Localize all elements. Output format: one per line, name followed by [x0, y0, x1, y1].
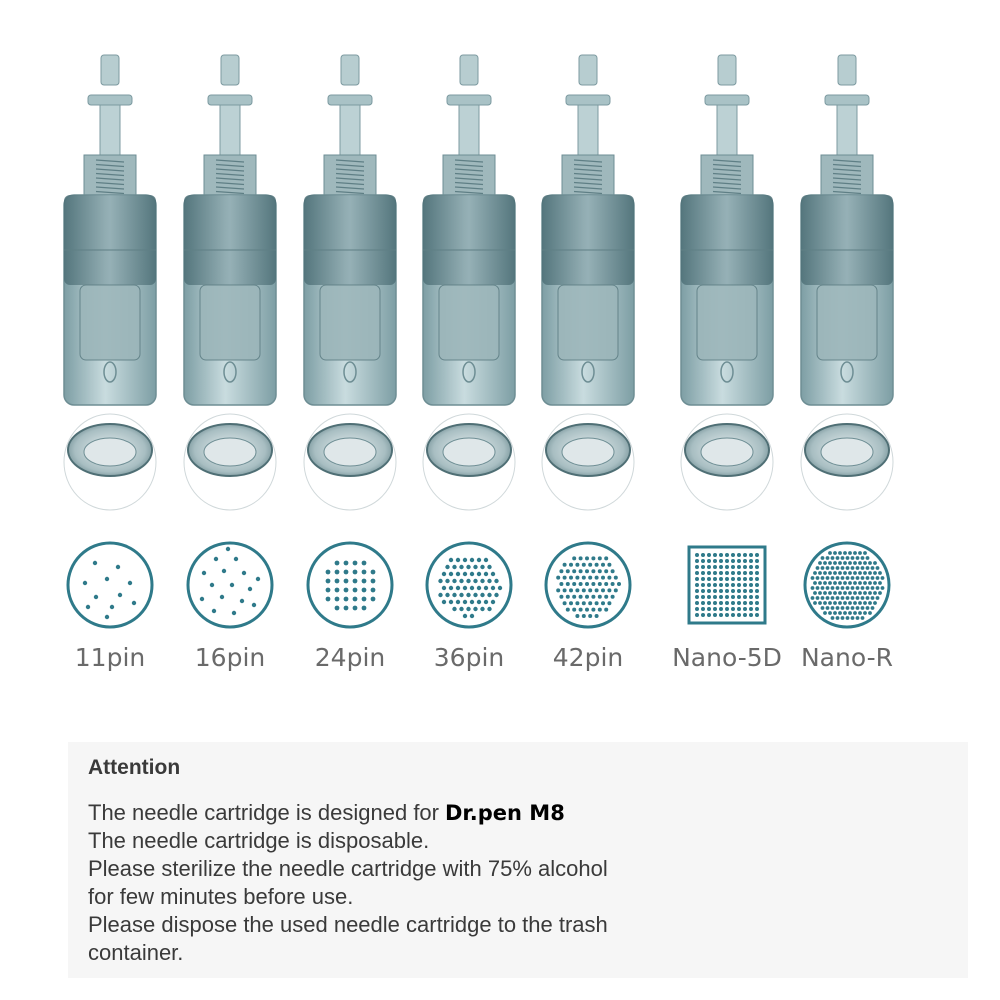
cartridge-16pin: [183, 54, 277, 511]
attention-line-container: container.: [88, 940, 184, 965]
pattern-icon-nano-5d: [687, 545, 767, 625]
pin-label-36: 36pin: [433, 643, 505, 672]
attention-line-disposable: The needle cartridge is disposable.: [88, 828, 430, 853]
attention-title: Attention: [88, 756, 181, 779]
pattern-icon-11pin: [66, 541, 154, 629]
pattern-icon-36pin: [425, 541, 513, 629]
pattern-icon-24pin: [306, 541, 394, 629]
pattern-icon-nano-r: [803, 541, 891, 629]
attention-line-dispose: Please dispose the used needle cartridge…: [88, 912, 608, 937]
cartridge-product-row: [63, 54, 894, 511]
needle-pattern-icons: [66, 541, 891, 629]
pin-label-42: 42pin: [552, 643, 624, 672]
cartridge-11pin: [63, 54, 157, 511]
cartridge-24pin: [303, 54, 397, 511]
pin-label-11: 11pin: [74, 643, 146, 672]
pattern-icon-16pin: [186, 541, 274, 629]
attention-line-before-use: for few minutes before use.: [88, 884, 354, 909]
attention-line-1-text: The needle cartridge is designed for: [88, 800, 439, 825]
pin-label-24: 24pin: [314, 643, 386, 672]
attention-line-sterilize: Please sterilize the needle cartridge wi…: [88, 856, 608, 881]
pin-label-16: 16pin: [194, 643, 266, 672]
cartridge-42pin: [541, 54, 635, 511]
pin-label-nano-5d: Nano-5D: [672, 643, 782, 672]
pattern-icon-42pin: [544, 541, 632, 629]
needle-pattern-row: 11pin 16pin 24pin 36pin 42pin Nano-5D Na…: [0, 535, 1000, 695]
device-model: Dr.pen M8: [445, 801, 565, 825]
cartridge-nano-5d: [680, 54, 774, 511]
cartridge-36pin: [422, 54, 516, 511]
pin-label-nano-r: Nano-R: [800, 643, 894, 672]
attention-notice: Attention The needle cartridge is design…: [68, 742, 968, 978]
cartridge-illustrations: [63, 54, 894, 511]
cartridge-nano-r: [800, 54, 894, 511]
